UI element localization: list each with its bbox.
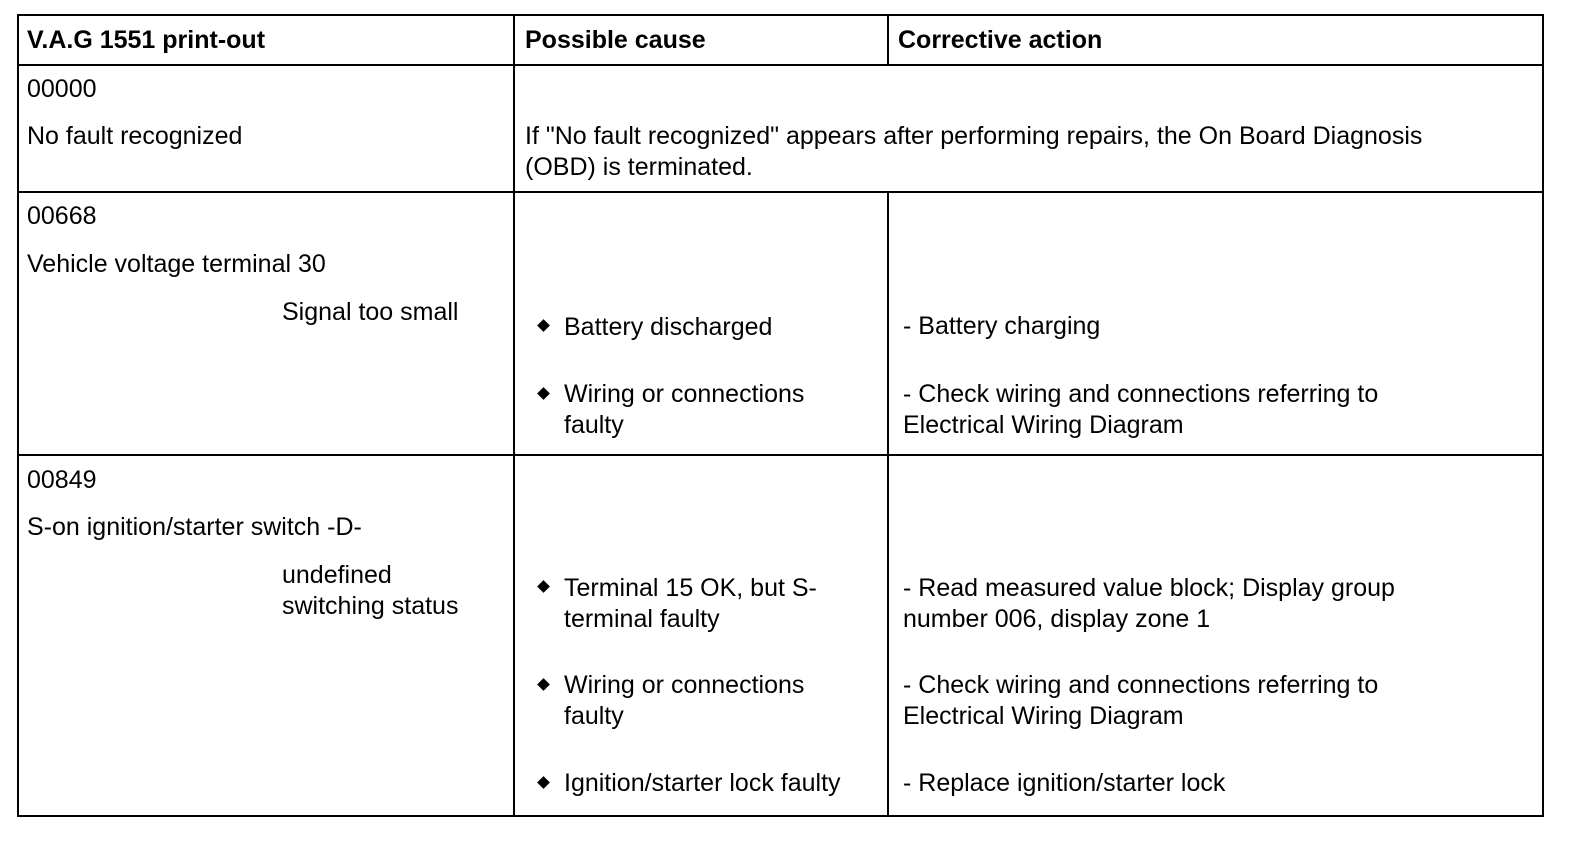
row-divider-1 xyxy=(17,191,1544,193)
possible-cause-line-1: Wiring or connections xyxy=(564,671,805,699)
corrective-action-line-2: Electrical Wiring Diagram xyxy=(903,702,1184,730)
possible-cause-line-2: terminal faulty xyxy=(564,605,720,633)
fault-code: 00000 xyxy=(27,75,97,103)
table-border-right xyxy=(1542,14,1544,817)
header-divider xyxy=(17,64,1544,66)
fault-detail: Signal too small xyxy=(282,298,459,326)
corrective-action-line-1: - Check wiring and connections referring… xyxy=(903,671,1379,699)
corrective-action-line-2: number 006, display zone 1 xyxy=(903,605,1211,633)
diamond-bullet-icon xyxy=(537,776,550,789)
diamond-bullet-icon xyxy=(537,387,550,400)
fault-title: Vehicle voltage terminal 30 xyxy=(27,250,326,278)
table-border-left xyxy=(17,14,19,817)
corrective-action-line-1: - Battery charging xyxy=(903,312,1101,340)
possible-cause-line-1: Ignition/starter lock faulty xyxy=(564,769,841,797)
header-corrective-action: Corrective action xyxy=(898,26,1103,54)
fault-code: 00668 xyxy=(27,202,97,230)
table-border-bottom xyxy=(17,815,1544,817)
column-divider-1 xyxy=(513,14,515,817)
row-divider-2 xyxy=(17,454,1544,456)
possible-cause-line-1: Wiring or connections xyxy=(564,380,805,408)
corrective-action-line-1: - Read measured value block; Display gro… xyxy=(903,574,1395,602)
diamond-bullet-icon xyxy=(537,678,550,691)
diamond-bullet-icon xyxy=(537,580,550,593)
column-divider-2-body xyxy=(887,191,889,817)
fault-detail-line-1: undefined xyxy=(282,561,392,589)
diamond-bullet-icon xyxy=(537,319,550,332)
possible-cause-line-2: faulty xyxy=(564,702,624,730)
fault-title: S-on ignition/starter switch -D- xyxy=(27,513,362,541)
header-printout: V.A.G 1551 print-out xyxy=(27,26,266,54)
table-border-top xyxy=(17,14,1544,16)
header-possible-cause: Possible cause xyxy=(525,26,706,54)
fault-code: 00849 xyxy=(27,466,97,494)
corrective-action-line-1: - Replace ignition/starter lock xyxy=(903,769,1226,797)
corrective-action-line-2: Electrical Wiring Diagram xyxy=(903,411,1184,439)
possible-cause-line-2: faulty xyxy=(564,411,624,439)
column-divider-2-header xyxy=(887,14,889,66)
fault-detail-line-2: switching status xyxy=(282,592,459,620)
corrective-action-line-1: - Check wiring and connections referring… xyxy=(903,380,1379,408)
fault-note-line-1: If "No fault recognized" appears after p… xyxy=(525,122,1423,150)
fault-note-line-2: (OBD) is terminated. xyxy=(525,153,753,181)
possible-cause-line-1: Battery discharged xyxy=(564,313,773,341)
fault-title: No fault recognized xyxy=(27,122,243,150)
possible-cause-line-1: Terminal 15 OK, but S- xyxy=(564,574,817,602)
